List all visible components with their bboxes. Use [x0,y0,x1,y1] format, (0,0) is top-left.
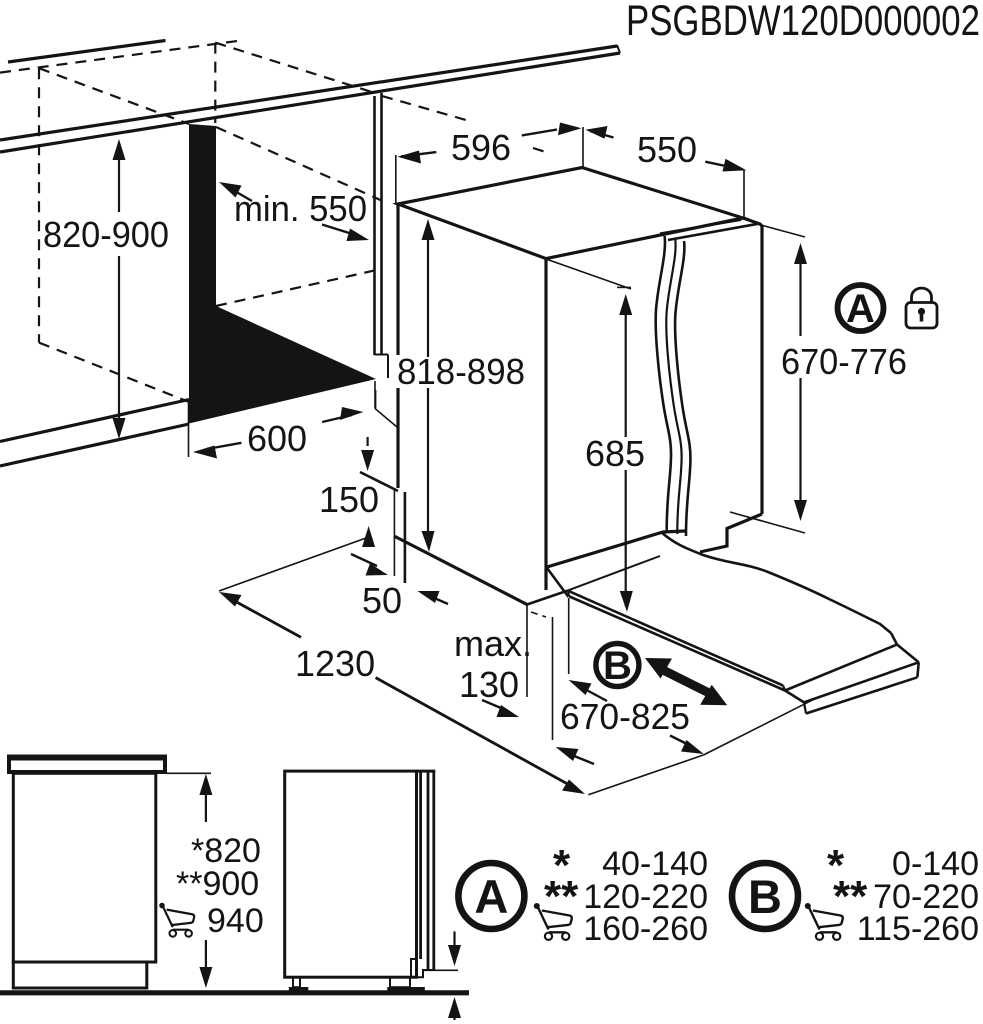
svg-text:1230: 1230 [295,643,375,684]
svg-text:min. 550: min. 550 [234,188,367,229]
svg-text:940: 940 [207,902,264,940]
svg-text:0-140: 0-140 [892,845,979,883]
svg-text:818-898: 818-898 [397,351,525,392]
svg-text:115-260: 115-260 [857,910,979,948]
svg-text:550: 550 [637,129,697,170]
svg-text:*: * [827,841,845,890]
svg-text:B: B [603,644,632,688]
svg-text:PSGBDW120D000002: PSGBDW120D000002 [626,0,980,45]
svg-text:B: B [748,870,782,923]
svg-text:120-220: 120-220 [583,878,708,916]
svg-text:*820: *820 [191,832,261,870]
svg-text:130: 130 [459,664,519,705]
svg-text:70-220: 70-220 [873,878,979,916]
svg-text:A: A [846,287,875,331]
svg-text:**900: **900 [176,865,259,903]
svg-text:*: * [553,841,571,890]
svg-text:670-776: 670-776 [781,341,907,382]
svg-text:50: 50 [362,580,402,621]
svg-text:820-900: 820-900 [43,214,169,255]
svg-text:160-260: 160-260 [583,910,708,948]
svg-text:max.: max. [454,623,532,664]
svg-text:600: 600 [247,418,307,459]
svg-text:150: 150 [319,479,379,520]
svg-text:40-140: 40-140 [602,845,708,883]
svg-text:**: ** [833,872,868,921]
svg-text:A: A [474,870,508,923]
svg-text:685: 685 [585,433,645,474]
svg-text:596: 596 [451,127,511,168]
svg-text:670-825: 670-825 [560,696,690,737]
